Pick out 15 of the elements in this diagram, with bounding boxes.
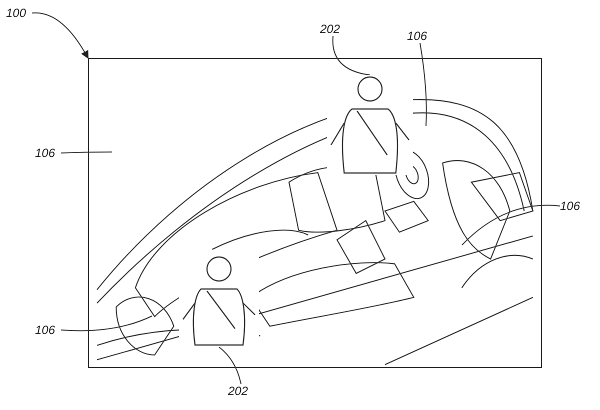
reference-numeral: 106 [407,29,433,43]
reference-numeral: 106 [560,199,586,213]
leader-line [332,36,370,76]
arrow [32,12,88,59]
figure-frame [88,58,542,368]
leader-line [462,204,560,246]
reference-numeral: 106 [35,146,61,160]
leader-line [60,152,112,154]
reference-numeral: 106 [35,323,61,337]
reference-numeral: 202 [228,384,254,398]
leader-line [218,346,242,384]
leader-line [60,316,152,332]
reference-numeral: 100 [6,6,32,20]
reference-numeral: 202 [320,22,346,36]
leader-line [420,42,427,126]
